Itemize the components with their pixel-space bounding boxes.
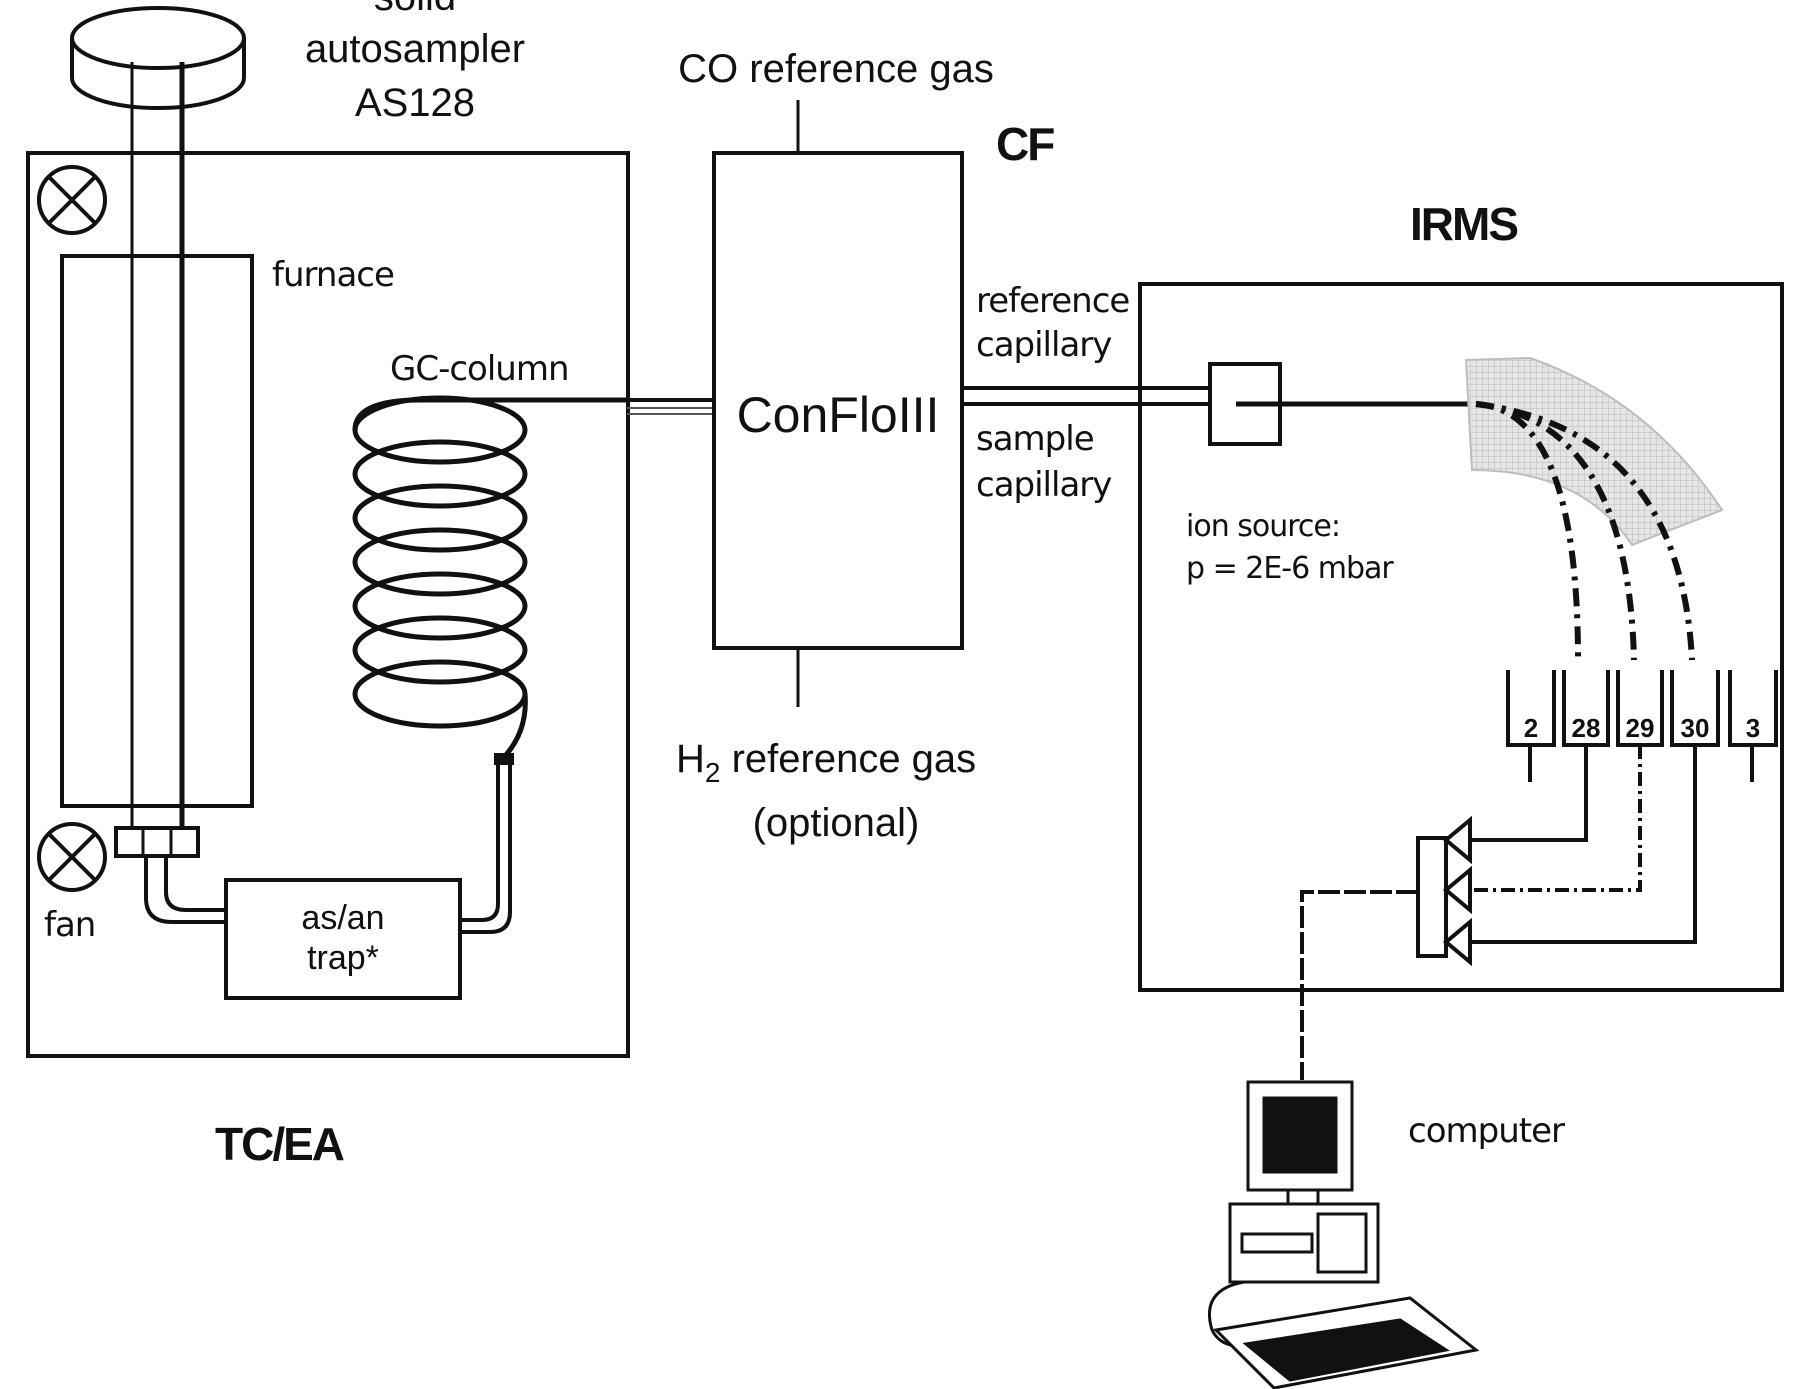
- conflo-box: [712, 151, 964, 650]
- h2-ref-label: H2 reference gas: [676, 737, 976, 788]
- furnace-label: furnace: [272, 255, 394, 295]
- ion-source-label-2: p = 2E-6 mbar: [1186, 551, 1394, 586]
- irms-box: [1138, 282, 1784, 992]
- fan-icon-top: [37, 165, 107, 235]
- fan-label: fan: [44, 905, 95, 945]
- irms-label: IRMS: [1410, 198, 1517, 250]
- h2-optional-label: (optional): [753, 801, 920, 845]
- fan-icon-bottom: [37, 822, 107, 892]
- autosampler-label-1: solid: [374, 0, 456, 19]
- reactor-tubes: [114, 62, 200, 858]
- tcea-label: TC/EA: [215, 1118, 344, 1170]
- ion-source-label-1: ion source:: [1186, 509, 1340, 544]
- sample-cap-label-2: capillary: [976, 465, 1112, 505]
- amplifier-icons: [1416, 815, 1472, 967]
- detector-label-2: 2: [1524, 713, 1538, 743]
- reactor-to-trap-tube: [144, 858, 226, 924]
- trap-to-column-tube: [460, 753, 514, 934]
- cf-label: CF: [996, 118, 1054, 170]
- magnet-sector: [1464, 356, 1724, 547]
- computer-label: computer: [1408, 1111, 1565, 1151]
- ref-cap-label-2: capillary: [976, 325, 1112, 365]
- detector-label-28: 28: [1572, 713, 1601, 743]
- autosampler-icon: [70, 6, 246, 110]
- detector-label-30: 30: [1681, 713, 1710, 743]
- ion-beam-paths: [1475, 401, 1695, 661]
- capillary-lines: [962, 386, 1210, 406]
- ref-cap-label-1: reference: [976, 281, 1129, 321]
- computer-icon: [1207, 1080, 1480, 1389]
- conflo-label: ConFloIII: [737, 387, 940, 443]
- autosampler-label-2: autosampler: [305, 27, 525, 71]
- tcea-to-conflo-line: [627, 398, 714, 415]
- autosampler-label-3: AS128: [355, 81, 475, 125]
- tcea-box: [26, 151, 630, 1058]
- trap-label-2: trap*: [307, 939, 379, 977]
- sample-cap-label-1: sample: [976, 419, 1094, 459]
- gc-column-coil: [352, 395, 627, 758]
- detector-wires: [1300, 745, 1697, 1080]
- trap-box: [224, 878, 462, 1000]
- gc-column-label: GC-column: [390, 349, 569, 389]
- co-ref-label: CO reference gas: [678, 47, 994, 91]
- trap-label-1: as/an: [301, 899, 384, 937]
- furnace-box: [60, 254, 254, 808]
- detector-label-3: 3: [1746, 713, 1760, 743]
- detector-label-29: 29: [1626, 713, 1655, 743]
